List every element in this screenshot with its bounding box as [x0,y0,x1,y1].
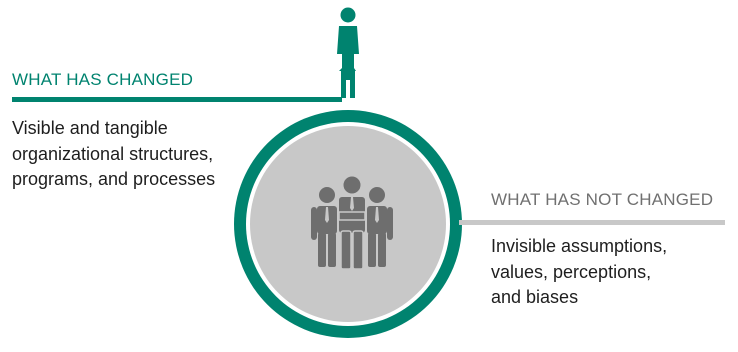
what-has-changed-heading: WHAT HAS CHANGED [12,70,194,89]
not-changed-divider-line [459,220,725,225]
what-has-changed-description: Visible and tangible organizational stru… [12,118,216,189]
group-of-people-icon [311,174,393,270]
what-has-not-changed-description: Invisible assumptions, values, perceptio… [491,236,668,307]
woman-standing-icon [337,7,359,98]
what-has-not-changed-heading: WHAT HAS NOT CHANGED [491,190,714,209]
changed-divider-line [12,97,342,102]
